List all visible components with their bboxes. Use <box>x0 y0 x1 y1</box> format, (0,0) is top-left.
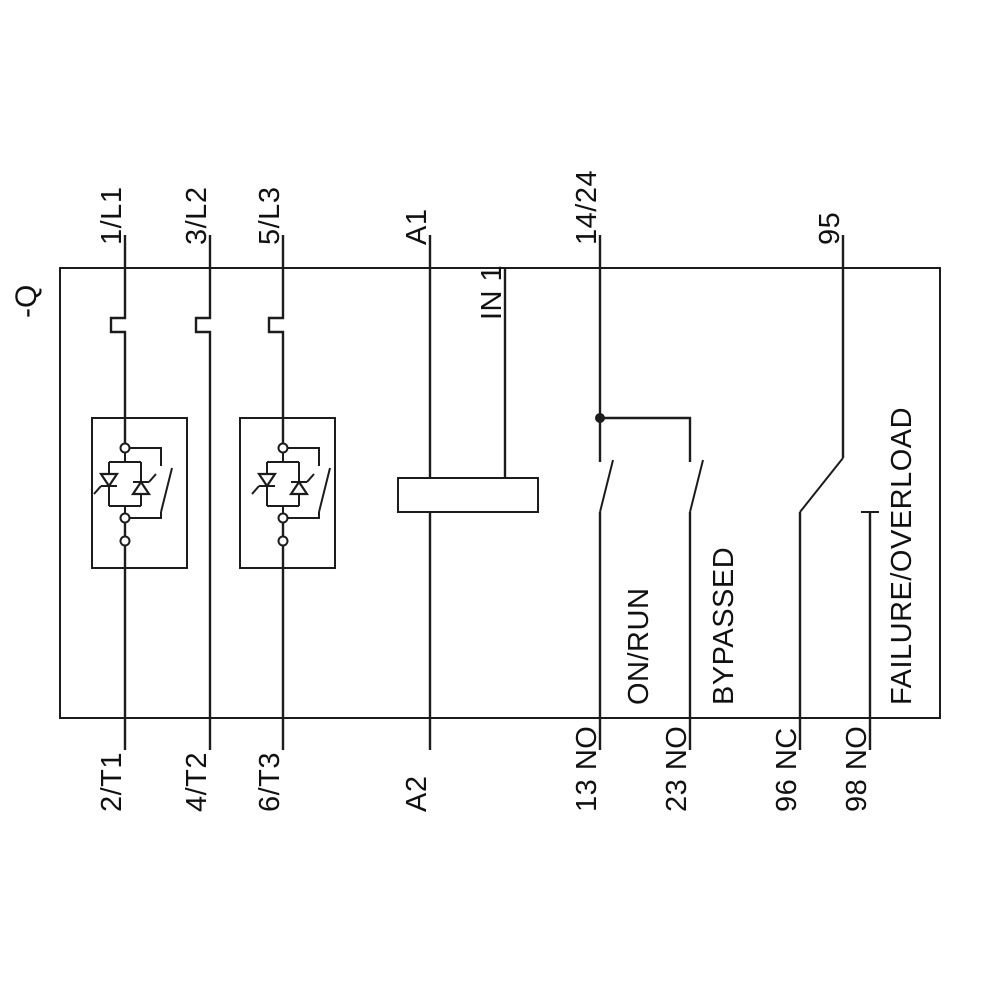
branch-bars <box>267 448 299 518</box>
terminal-label-98no: 98 NO <box>841 726 873 812</box>
terminal-label-6t3: 6/T3 <box>254 752 286 812</box>
terminal-node <box>277 442 289 454</box>
terminal-label-23no: 23 NO <box>661 726 693 812</box>
wire-l2 <box>194 235 212 750</box>
changeover-arm <box>799 457 844 513</box>
terminal-node <box>277 535 289 547</box>
terminal-label-4t2: 4/T2 <box>181 752 213 812</box>
wire-l1-top <box>109 235 127 448</box>
thyristor-down-cathode-gate <box>251 485 275 495</box>
device-outline <box>59 267 941 719</box>
control-supply <box>397 235 539 750</box>
control-coil <box>397 477 539 513</box>
phase-l1-conductor <box>109 235 127 750</box>
terminal-label-95: 95 <box>814 212 846 245</box>
terminal-label-96nc: 96 NC <box>771 727 803 812</box>
terminal-label-in1: IN 1 <box>476 265 508 320</box>
terminal-label-2t1: 2/T1 <box>96 752 128 812</box>
branch-to-23 <box>600 416 692 462</box>
thyristor-up-icon <box>288 480 310 496</box>
terminal-node <box>119 442 131 454</box>
bypass-contact-arm <box>160 467 173 513</box>
thyristor-down-cathode-gate <box>93 485 117 495</box>
aux-contacts <box>595 235 704 750</box>
terminal-node <box>277 512 289 524</box>
thyristor-up-cathode-gate <box>291 473 315 483</box>
terminal-node <box>119 535 131 547</box>
function-label-failure-overload: FAILURE/OVERLOAD <box>886 407 918 705</box>
module-frame <box>91 417 188 569</box>
thyristor-up-icon <box>130 480 152 496</box>
module-frame <box>239 417 336 569</box>
contact-13-arm <box>599 459 614 513</box>
thyristor-module-l1 <box>91 417 188 569</box>
device-label: -Q <box>10 285 43 318</box>
thyristor-module-l3 <box>239 417 336 569</box>
function-label-on-run: ON/RUN <box>623 588 655 705</box>
thyristor-down-icon <box>256 472 278 488</box>
terminal-label-5l3: 5/L3 <box>254 187 286 245</box>
phase-l2-conductor <box>194 235 212 750</box>
bypass-contact-arm <box>318 467 331 513</box>
bypass-branch <box>125 447 162 519</box>
terminal-label-a1: A1 <box>401 209 433 245</box>
terminal-label-13no: 13 NO <box>571 726 603 812</box>
overload-contact <box>798 235 879 750</box>
wire-l3-top <box>267 235 285 448</box>
thyristor-down-icon <box>98 472 120 488</box>
terminal-node <box>119 512 131 524</box>
contact-23-arm <box>689 459 704 513</box>
thyristor-up-cathode-gate <box>133 473 157 483</box>
terminal-label-a2: A2 <box>401 776 433 812</box>
terminal-label-14-24: 14/24 <box>571 170 603 245</box>
terminal-label-1l1: 1/L1 <box>96 187 128 245</box>
phase-l3-conductor <box>267 235 285 750</box>
terminal-label-3l2: 3/L2 <box>181 187 213 245</box>
bypass-branch <box>283 447 320 519</box>
function-label-bypassed: BYPASSED <box>708 547 740 705</box>
branch-bars <box>109 448 141 518</box>
